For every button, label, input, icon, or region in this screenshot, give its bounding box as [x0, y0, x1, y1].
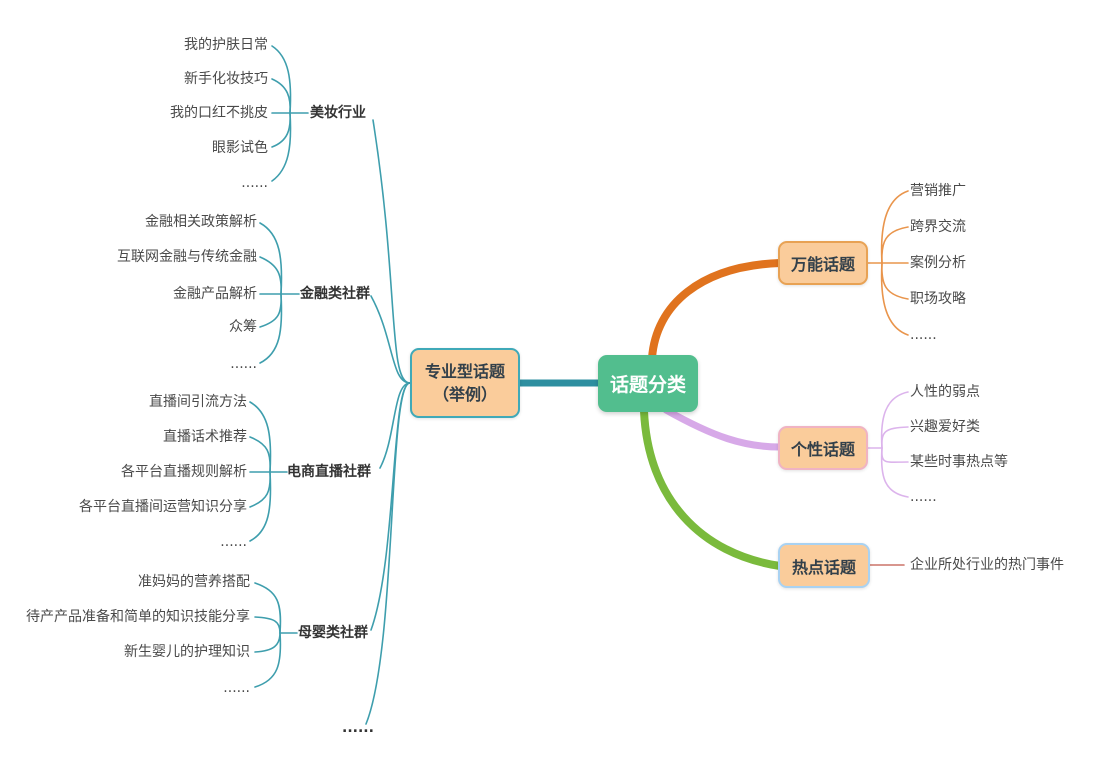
mindmap-node-universal-topics[interactable]: 万能话题	[778, 241, 868, 285]
topic-item[interactable]: 某些时事热点等	[910, 454, 1008, 470]
topic-item[interactable]: 金融相关政策解析	[145, 214, 257, 230]
topic-item[interactable]: 待产产品准备和简单的知识技能分享	[26, 609, 250, 625]
topic-item[interactable]: 直播间引流方法	[149, 394, 247, 410]
topic-item-ellipsis[interactable]: ......	[230, 356, 257, 372]
branch-label-ecommerce-live[interactable]: 电商直播社群	[287, 464, 371, 480]
branch-orange-thick	[648, 259, 784, 362]
hot-topics-label: 热点话题	[791, 557, 856, 577]
universal-topics-label: 万能话题	[790, 255, 855, 274]
mindmap-node-hot-topics[interactable]: 热点话题	[778, 543, 870, 588]
topic-item[interactable]: 新生婴儿的护理知识	[124, 644, 250, 660]
topic-item-ellipsis[interactable]: ......	[241, 175, 268, 191]
branch-label-finance[interactable]: 金融类社群	[300, 286, 370, 302]
topic-item[interactable]: 众筹	[229, 319, 257, 335]
topic-item[interactable]: 兴趣爱好类	[910, 419, 980, 435]
universal-topics-lines	[867, 190, 909, 336]
topic-item[interactable]: 新手化妆技巧	[184, 71, 268, 87]
branch-label-ellipsis[interactable]: ......	[342, 720, 374, 736]
topic-item[interactable]: 各平台直播规则解析	[121, 464, 247, 480]
left-node-line1: 专业型话题	[424, 362, 505, 381]
topic-item[interactable]: 各平台直播间运营知识分享	[79, 499, 247, 515]
topic-item[interactable]: 准妈妈的营养搭配	[138, 574, 250, 590]
topic-item[interactable]: 营销推广	[910, 183, 966, 199]
mindmap-node-personality-topics[interactable]: 个性话题	[778, 426, 868, 470]
personality-topics-label: 个性话题	[790, 440, 855, 459]
topic-item[interactable]: 案例分析	[910, 255, 966, 271]
topic-item[interactable]: 我的护肤日常	[184, 37, 268, 53]
topic-item[interactable]: 眼影试色	[212, 140, 268, 156]
topic-item-ellipsis[interactable]: ......	[910, 327, 937, 343]
left-subtree-lines	[249, 45, 411, 725]
topic-item[interactable]: 互联网金融与传统金融	[117, 249, 257, 265]
topic-item-ellipsis[interactable]: ......	[220, 534, 247, 550]
topic-item-ellipsis[interactable]: ......	[910, 489, 937, 505]
branch-label-beauty[interactable]: 美妆行业	[310, 105, 366, 121]
topic-item[interactable]: 企业所处行业的热门事件	[910, 557, 1064, 573]
branch-green-thick	[640, 407, 784, 570]
mindmap-node-center[interactable]: 话题分类	[598, 355, 698, 412]
topic-item[interactable]: 人性的弱点	[910, 384, 980, 400]
branch-label-mother-baby[interactable]: 母婴类社群	[298, 625, 368, 641]
topic-item[interactable]: 职场攻略	[910, 291, 966, 307]
mindmap-node-professional-topics[interactable]: 专业型话题 （举例）	[410, 348, 520, 418]
branch-purple-thick	[662, 406, 784, 451]
personality-topics-lines	[867, 391, 909, 498]
topic-item[interactable]: 直播话术推荐	[163, 429, 247, 445]
center-label: 话题分类	[609, 374, 686, 396]
left-node-line2: （举例）	[432, 385, 497, 404]
topic-item[interactable]: 金融产品解析	[173, 286, 257, 302]
topic-item[interactable]: 我的口红不挑皮	[170, 105, 268, 121]
topic-item-ellipsis[interactable]: ......	[223, 680, 250, 696]
topic-item[interactable]: 跨界交流	[910, 219, 966, 235]
